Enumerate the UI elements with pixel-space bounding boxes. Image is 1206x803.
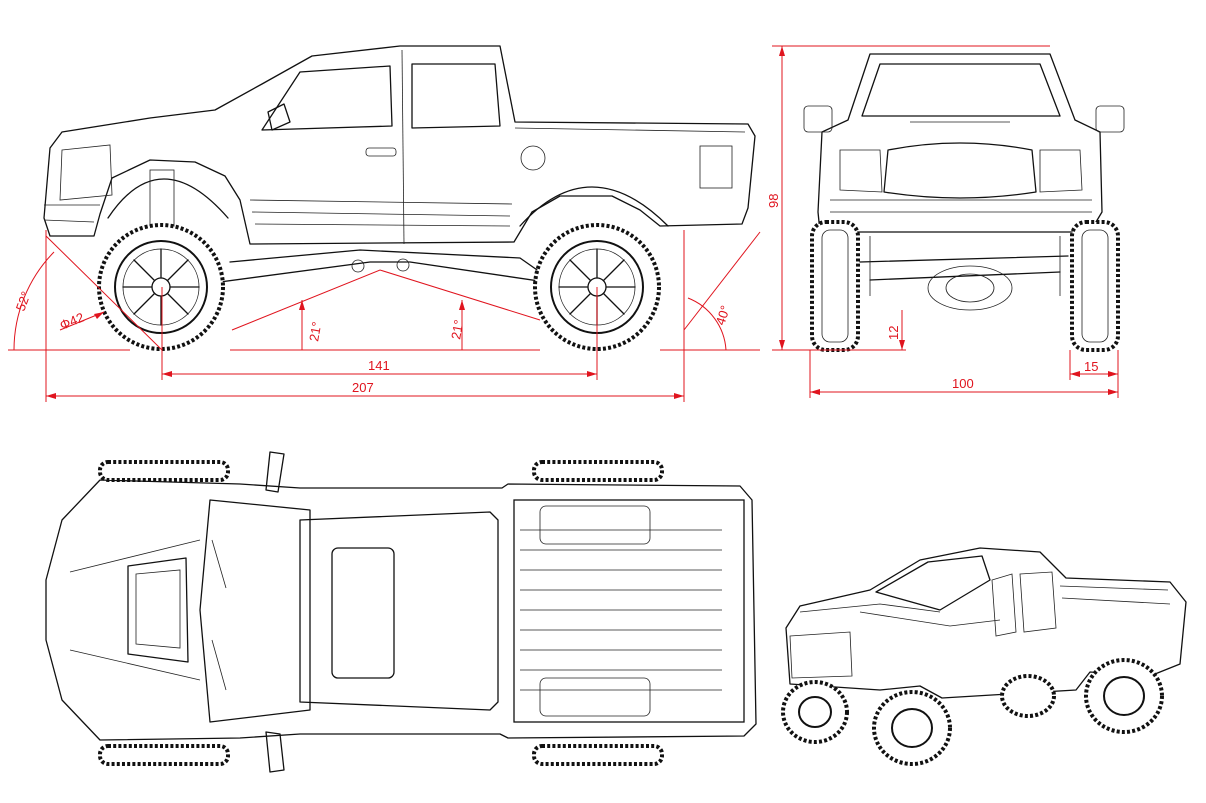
front-axle (859, 236, 1069, 311)
front-right-tire (1070, 220, 1120, 352)
side-view (43, 45, 756, 351)
top-rear-right-tire (532, 744, 664, 766)
top-rear-left-tire (532, 460, 664, 482)
top-front-right-tire (98, 744, 230, 766)
ground-clearance-label: 12 (886, 326, 901, 340)
front-body-outline (803, 53, 1125, 233)
wheel-diameter-label: Φ42 (58, 310, 87, 333)
front-view (803, 53, 1125, 352)
wheelbase-label: 141 (368, 358, 390, 373)
dimension-labels: 207 141 98 100 12 15 Φ42 52° 40° 21° 21° (13, 194, 1099, 395)
breakover-angle-front-label: 21° (306, 321, 324, 343)
side-body-outline (43, 45, 756, 245)
departure-angle-label: 40° (713, 304, 733, 327)
approach-angle-label: 52° (13, 289, 34, 313)
perspective-body-outline (785, 547, 1187, 699)
dimension-lines (8, 45, 1119, 402)
front-wheel (97, 223, 225, 351)
perspective-view (781, 547, 1187, 766)
top-view (45, 451, 757, 773)
perspective-wheels (781, 658, 1164, 766)
top-front-left-tire (98, 460, 230, 482)
breakover-angle-rear-label: 21° (448, 319, 466, 341)
top-body-outline (45, 451, 757, 773)
tire-width-label: 15 (1084, 359, 1098, 374)
side-chassis (149, 169, 601, 291)
front-left-tire (810, 220, 860, 352)
overall-length-label: 207 (352, 380, 374, 395)
overall-height-label: 98 (766, 194, 781, 208)
overall-width-label: 100 (952, 376, 974, 391)
